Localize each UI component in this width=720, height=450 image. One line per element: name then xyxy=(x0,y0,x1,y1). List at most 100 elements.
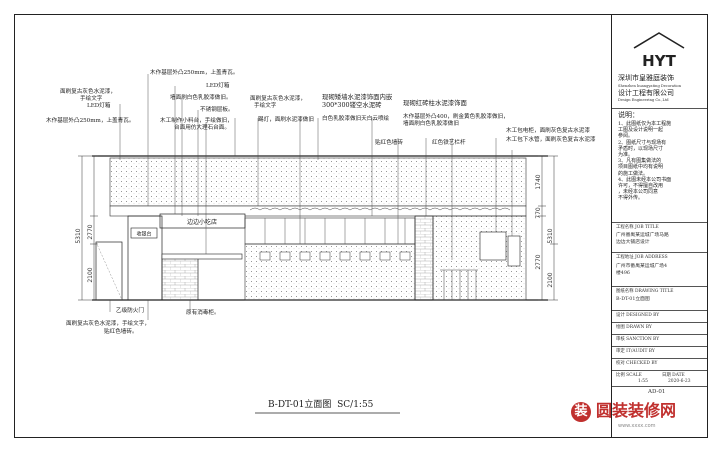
page-number: AD-01 xyxy=(648,389,666,395)
company-logo: HYT xyxy=(633,32,685,70)
drawing-number: B-DT-01立面图 xyxy=(616,297,650,302)
address-1: 广州市番禺某运城广场4 xyxy=(616,264,668,269)
note-red-tile: 贴红色墙砖 xyxy=(375,140,403,146)
note-grey-paint-b: 手绘文字 xyxy=(254,103,277,109)
note-line: 工图及设计说明一起 xyxy=(618,127,664,134)
elevation-drawing: 边边小吃店 收银台 5310 2770 xyxy=(75,74,558,414)
dim-left-upper: 2770 xyxy=(87,224,94,239)
cashier-sign-text: 收银台 xyxy=(136,231,151,238)
note-line: 1、此图纸仅为本工程施 xyxy=(618,121,672,127)
note-line: 参阅。 xyxy=(618,133,634,140)
watermark-url: www.xxxx.com xyxy=(618,423,656,429)
left-dimension-labels: 5310 2770 2100 xyxy=(75,224,94,282)
notes-heading: 说明： xyxy=(618,111,639,119)
drawing-title: B-DT-01立面图 SC/1:55 xyxy=(268,400,373,411)
pipe-box xyxy=(507,235,521,267)
note-left-1d: 木作基层外凸250mm，上盖青瓦。 xyxy=(46,118,135,124)
note-low-wall-b: 300*300镂空水泥砖 xyxy=(322,101,382,109)
drawing-frame xyxy=(14,14,708,438)
tile-band-scallops xyxy=(249,207,511,211)
electric-cabinet xyxy=(479,231,507,261)
dim-right-2100: 2100 xyxy=(547,272,554,287)
window-mullions xyxy=(264,218,406,244)
note-white-paint: 墙面刷白色乳胶漆做旧。 xyxy=(170,95,232,101)
note-bottom-grey-b: 贴红色墙砖。 xyxy=(104,329,138,335)
note-fire-door: 乙级防火门 xyxy=(116,308,144,314)
note-line: 3、凡有图集做法的 xyxy=(618,158,662,165)
note-line: 的施工做法。 xyxy=(618,170,649,177)
cashier-sign xyxy=(130,227,158,239)
note-electric-cabinet: 木工包电柜，面刷灰色复古水泥漆 xyxy=(506,128,590,134)
counter-front xyxy=(161,257,199,301)
row-checked: 校对 CHECKED BY xyxy=(616,361,658,366)
iron-railing xyxy=(440,269,478,300)
note-line: 不得外传。 xyxy=(618,195,644,202)
date-label: 日期 DATE xyxy=(662,373,685,378)
note-led-box: LED灯箱 xyxy=(206,83,230,89)
note-line: 为准。 xyxy=(618,152,634,159)
dim-left-lower: 2100 xyxy=(87,267,94,282)
dim-right-total: 5310 xyxy=(547,228,554,243)
project-name-2: 边边大铺店设计 xyxy=(616,240,650,245)
drawing-scale: SC/1:55 xyxy=(337,400,374,410)
company-name-line2: 设计工程有限公司 xyxy=(618,89,674,97)
brick-column xyxy=(414,215,434,301)
row-drawn: 绘图 DRAWN BY xyxy=(616,325,652,330)
note-pipe-box: 木工包下水管，面刷灰色复古水泥漆 xyxy=(506,137,596,143)
address-label: 工程地址 JOB ADDRESS xyxy=(616,255,668,260)
note-counter: 木工制作小料台，手绘做旧， xyxy=(160,118,233,124)
dim-right-2770: 2770 xyxy=(535,254,542,269)
tile-band xyxy=(109,205,527,217)
watermark-site-name: 圆装装修网 xyxy=(596,401,677,420)
dim-right-1740: 1740 xyxy=(535,174,542,189)
note-sky-mural: 白色乳胶漆做旧天白云喷绘 xyxy=(322,116,390,122)
note-line: 矛盾时，以现场尺寸 xyxy=(618,145,664,152)
drawing-title-name: B-DT-01立面图 xyxy=(268,400,332,410)
company-name-en1: Shenzhen huangyating Decoration xyxy=(618,84,682,88)
note-grey-paint: 面刷复古灰色水泥漆， xyxy=(250,96,306,102)
notes-list: 1、此图纸仅为本工程施 工图及设计说明一起 参阅。 2、图纸尺寸与现场有 矛盾时… xyxy=(618,121,671,202)
right-dimension-chain xyxy=(538,155,558,301)
project-label: 工程名称 JOB TITLE xyxy=(616,225,659,230)
note-left-1: 面刷复古灰色水泥漆， xyxy=(60,89,116,95)
note-kick-light: 踢灯，面刷水泥漆做旧 xyxy=(258,117,314,123)
row-designed: 设计 DESIGNED BY xyxy=(616,313,660,318)
row-sanction: 审核 SANCTION BY xyxy=(616,337,660,342)
note-low-wall: 现砌矮墙水泥漆饰面内嵌 xyxy=(322,93,393,101)
dim-left-total: 5310 xyxy=(75,228,82,243)
open-window xyxy=(244,217,416,245)
row-audit: 审定 IT/AUDIT BY xyxy=(616,349,655,354)
note-left-1b: 手绘文字 xyxy=(80,96,103,102)
note-line: ，未经本公司同意 xyxy=(618,189,659,196)
note-brick-column: 现砌红砖柱水泥漆饰面 xyxy=(403,99,467,107)
note-steel-shelf: 不锈钢层板。 xyxy=(200,107,234,113)
left-dimension-chain xyxy=(78,155,98,301)
note-counter-b: 台面用仿大理石台面。 xyxy=(174,125,230,131)
note-line: 2、图纸尺寸与现场有 xyxy=(618,139,667,146)
scale-value: 1:55 xyxy=(638,379,648,384)
note-gold-paint-b: 墙面刷白色乳胶漆做旧 xyxy=(403,121,459,127)
upper-wall-hatch xyxy=(109,157,527,207)
address-2: 楼496 xyxy=(616,271,630,276)
note-line: 许可，不得擅自改用 xyxy=(618,183,664,190)
drawing-label: 图纸名称 DRAWING TITLE xyxy=(616,289,674,294)
logo-text: HYT xyxy=(642,52,676,70)
note-iron-rail: 红色铁艺栏杆 xyxy=(432,140,466,146)
shop-sign-text: 边边小吃店 xyxy=(187,218,217,226)
note-bottom-grey: 面刷复古灰色水泥漆，手绘文字， xyxy=(66,321,150,327)
leader-lines xyxy=(109,74,513,320)
note-disinfect-cabinet: 原有消毒柜。 xyxy=(186,310,220,316)
right-dimension-labels: 1740 770 5310 2770 2100 xyxy=(535,174,554,287)
note-line: 4、此图未经本公司书面 xyxy=(618,176,672,183)
fire-door xyxy=(95,241,123,301)
scale-label: 比例 SCALE xyxy=(616,373,642,378)
date-value: 2020-6-23 xyxy=(668,379,691,384)
note-gold-paint: 木作基层外凸400，刷金黄色乳胶漆做旧， xyxy=(403,114,509,120)
note-line: 项目图纸中均有说明 xyxy=(618,164,664,171)
hollow-bricks xyxy=(259,251,411,261)
note-left-1c: LED灯箱 xyxy=(87,103,111,109)
title-block: HYT 深圳市皇雅庭装饰 Shenzhen huangyating Decora… xyxy=(611,14,708,438)
dim-right-770: 770 xyxy=(535,207,542,219)
project-name-1: 广州番禺某运城广场马路 xyxy=(616,233,669,238)
counter-top xyxy=(161,253,243,260)
